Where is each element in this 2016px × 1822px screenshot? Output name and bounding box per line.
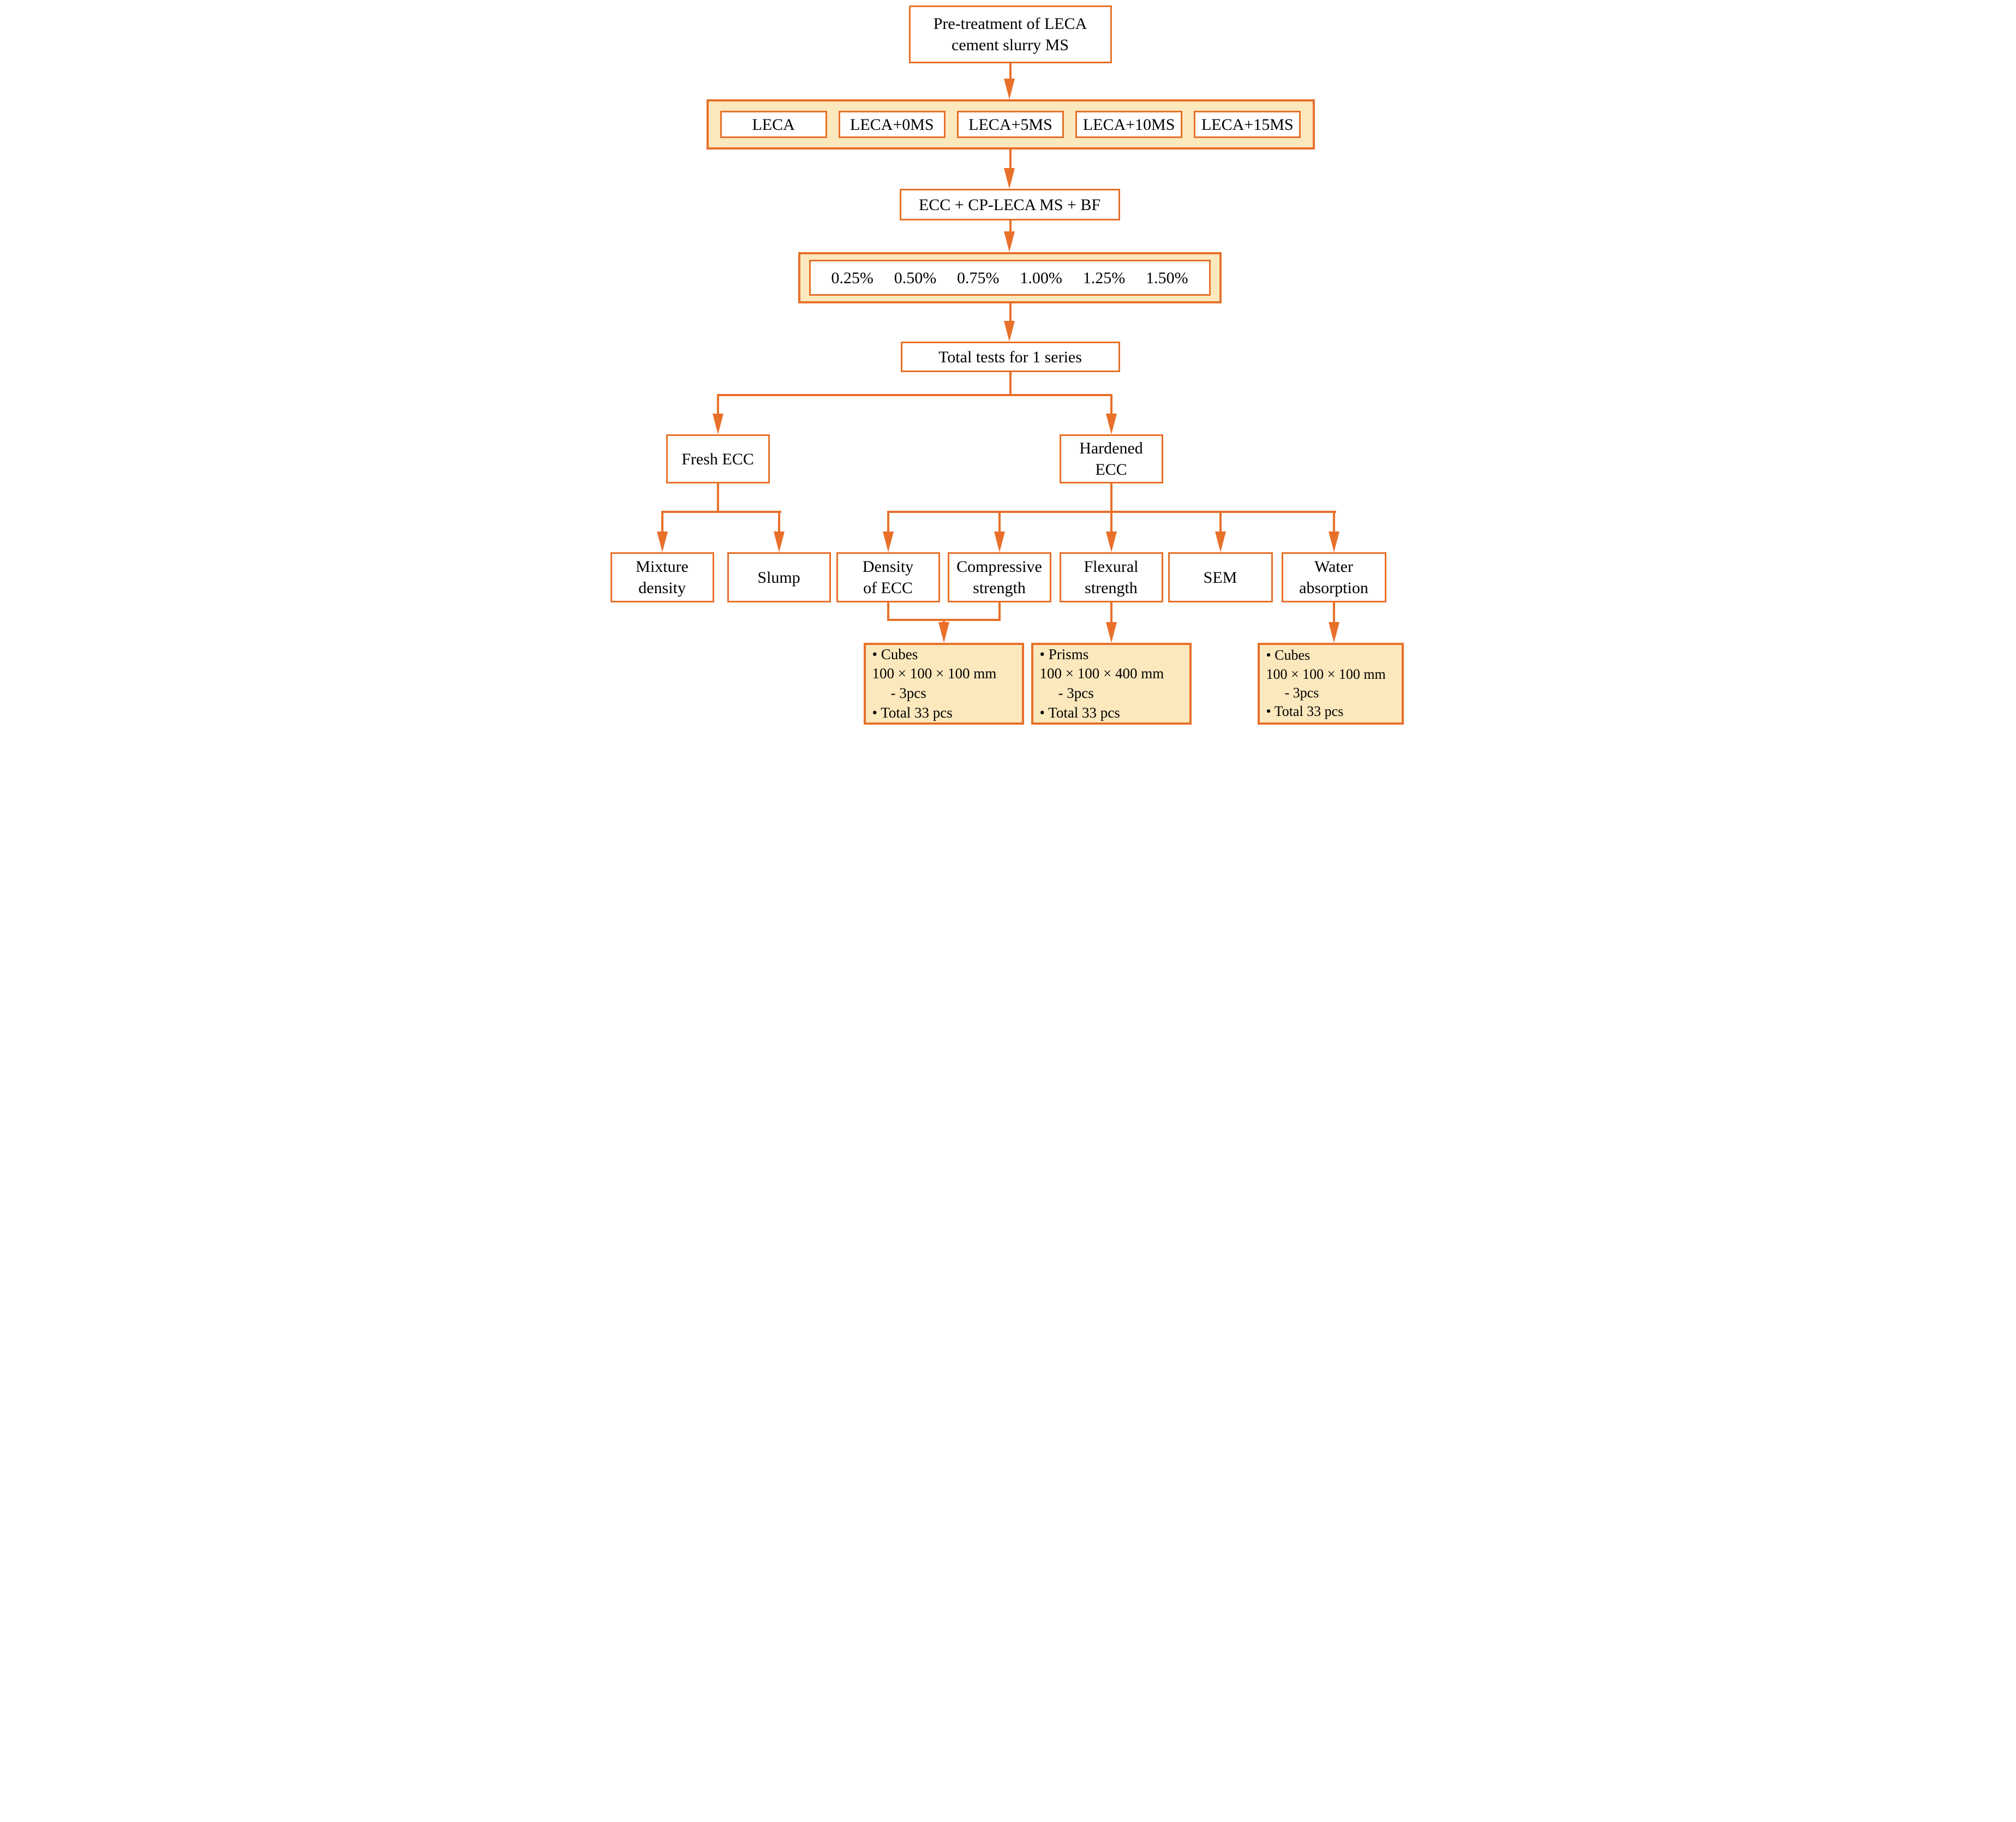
specimen-line: 100 × 100 × 100 mm [872, 665, 997, 682]
arrowhead-down-icon [1105, 414, 1117, 434]
line-total-branch [716, 394, 1112, 396]
line-to-sem [1219, 512, 1222, 531]
arrowhead-down-icon [656, 531, 668, 552]
line-merge-to-cubes [942, 619, 945, 624]
slump-box: Slump [727, 552, 831, 602]
line-to-compressive [998, 512, 1001, 531]
leca-variant-box: LECA+0MS [838, 111, 946, 138]
arrowhead-down-icon [1003, 79, 1015, 99]
water-absorption-box: Water absorption [1281, 552, 1386, 602]
line-compressive-merge [998, 602, 1001, 621]
fiber-percentage-label: 1.00% [1020, 268, 1062, 287]
hardened-ecc-box: Hardened ECC [1059, 434, 1163, 483]
leca-variants-container: LECA LECA+0MS LECA+5MS LECA+10MS LECA+15… [706, 99, 1315, 150]
line-to-density [887, 512, 889, 531]
line-hardened-branch-stem [1110, 483, 1112, 513]
line-percentages-to-total [1009, 303, 1012, 322]
arrowhead-down-icon [1003, 321, 1015, 342]
specimen-line: • Cubes [872, 646, 918, 662]
line-to-mixture-density [661, 512, 663, 531]
arrowhead-down-icon [1105, 622, 1117, 643]
arrowhead-down-icon [938, 622, 949, 643]
arrowhead-down-icon [1003, 231, 1015, 252]
leca-variant-box: LECA [720, 111, 827, 138]
specimen-line: • Total 33 pcs [872, 704, 953, 721]
specimen-line: 100 × 100 × 100 mm [1266, 666, 1386, 682]
specimen-line: • Total 33 pcs [1039, 704, 1120, 721]
arrowhead-down-icon [994, 531, 1005, 552]
specimen-line: • Total 33 pcs [1266, 703, 1344, 720]
compressive-strength-box: Compressive strength [947, 552, 1051, 602]
specimen-line: • Prisms [1039, 646, 1089, 662]
prisms-specimen-box: • Prisms 100 × 100 × 400 mm - 3pcs • Tot… [1031, 643, 1192, 725]
line-variants-to-mix [1009, 150, 1012, 169]
arrowhead-down-icon [1215, 531, 1226, 552]
sem-box: SEM [1168, 552, 1273, 602]
line-total-branch-stem [1009, 372, 1012, 396]
flowchart-canvas: Pre-treatment of LECA cement slurry MS L… [605, 0, 1411, 729]
arrowhead-down-icon [882, 531, 894, 552]
fresh-ecc-box: Fresh ECC [666, 434, 770, 483]
specimen-line: 100 × 100 × 400 mm [1039, 665, 1164, 682]
line-to-slump [777, 512, 780, 531]
fiber-percentage-container: 0.25% 0.50% 0.75% 1.00% 1.25% 1.50% [798, 252, 1222, 303]
arrowhead-down-icon [773, 531, 785, 552]
line-fresh-branch [661, 511, 781, 513]
fiber-percentage-label: 0.50% [894, 268, 937, 287]
line-to-water-absorption [1332, 512, 1335, 531]
line-fresh-branch-stem [716, 483, 719, 513]
specimen-line: - 3pcs [1284, 685, 1319, 701]
cubes-specimen-box: • Cubes 100 × 100 × 100 mm - 3pcs • Tota… [1257, 643, 1404, 725]
fiber-percentage-box: 0.25% 0.50% 0.75% 1.00% 1.25% 1.50% [809, 260, 1211, 296]
arrowhead-down-icon [1003, 168, 1015, 189]
line-branch-to-hardened [1110, 396, 1112, 414]
arrowhead-down-icon [1105, 531, 1117, 552]
total-tests-box: Total tests for 1 series [900, 342, 1120, 372]
leca-variant-box: LECA+5MS [956, 111, 1064, 138]
density-of-ecc-box: Density of ECC [836, 552, 940, 602]
specimen-line: - 3pcs [1058, 685, 1094, 701]
fiber-percentage-label: 1.50% [1146, 268, 1188, 287]
arrowhead-down-icon [1328, 622, 1339, 643]
leca-variant-box: LECA+10MS [1075, 111, 1183, 138]
fiber-percentage-label: 0.75% [957, 268, 1000, 287]
line-branch-to-fresh [716, 396, 719, 414]
specimen-line: • Cubes [1266, 647, 1311, 664]
line-flexural-to-prisms [1110, 602, 1112, 624]
mixture-density-box: Mixture density [610, 552, 714, 602]
fiber-percentage-label: 0.25% [831, 268, 874, 287]
line-pretreatment-to-variants [1009, 63, 1012, 80]
fiber-percentage-label: 1.25% [1082, 268, 1126, 287]
leca-variant-box: LECA+15MS [1194, 111, 1301, 138]
specimen-line: - 3pcs [890, 685, 926, 701]
pretreatment-box: Pre-treatment of LECA cement slurry MS [908, 5, 1112, 63]
flexural-strength-box: Flexural strength [1059, 552, 1163, 602]
line-water-to-cubes [1332, 602, 1335, 624]
line-density-merge [887, 602, 889, 621]
ecc-mix-box: ECC + CP-LECA MS + BF [899, 189, 1120, 220]
line-mix-to-percentages [1009, 220, 1012, 232]
arrowhead-down-icon [712, 414, 723, 434]
cubes-specimen-box: • Cubes 100 × 100 × 100 mm - 3pcs • Tota… [863, 643, 1024, 725]
arrowhead-down-icon [1328, 531, 1339, 552]
line-to-flexural [1110, 512, 1112, 531]
